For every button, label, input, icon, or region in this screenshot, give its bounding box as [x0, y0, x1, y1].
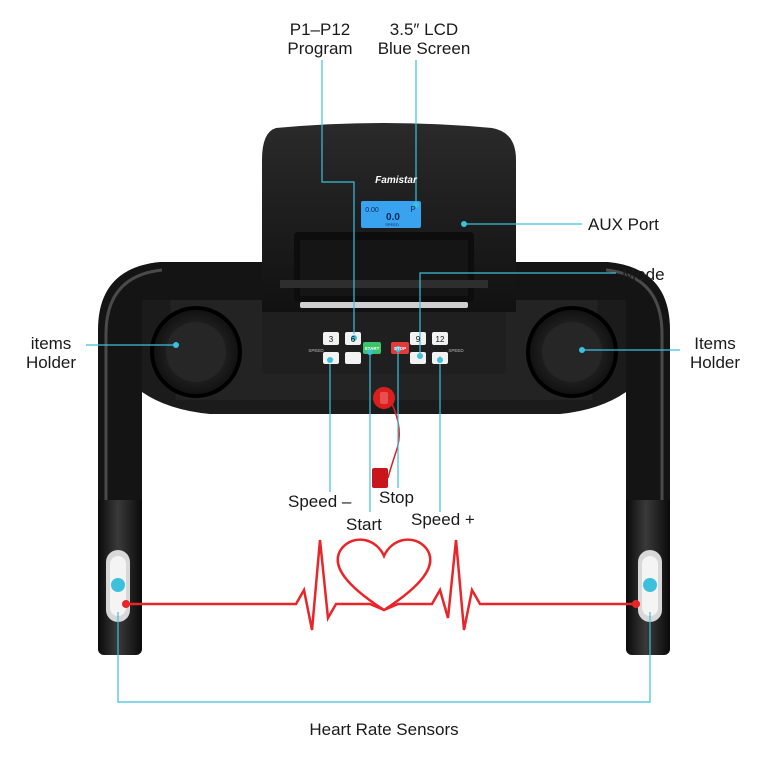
callout-dots	[111, 202, 657, 592]
button-3[interactable]	[323, 332, 339, 345]
program-callout: P1–P12 Program	[268, 20, 372, 58]
stop-button-label: STOP	[394, 346, 406, 351]
button-9-label: 9	[416, 335, 421, 344]
brand-logo: Famistar	[375, 175, 418, 186]
speed-right-label: SPEED	[448, 348, 464, 353]
right-items-holder-line1: Items	[694, 334, 736, 353]
left-sensor-dot	[111, 578, 125, 592]
lcd-center-value: 0.0	[386, 212, 400, 223]
program-callout-line2: Program	[287, 39, 353, 58]
program-callout-line1: P1–P12	[289, 20, 351, 39]
right-items-holder-line2: Holder	[689, 353, 741, 372]
speed-plus-callout: Speed +	[411, 510, 475, 529]
heart-rate-sensors-callout: Heart Rate Sensors	[309, 720, 459, 739]
lcd-left-value: 0.00	[365, 207, 379, 214]
left-items-holder-line2: Holder	[25, 353, 77, 372]
button-12-label: 12	[436, 335, 445, 344]
lcd-callout: 3.5″ LCD Blue Screen	[362, 20, 486, 58]
start-callout: Start	[346, 515, 382, 534]
mode-callout: Mode	[622, 265, 665, 284]
lcd-callout-line2: Blue Screen	[377, 39, 471, 58]
left-items-holder-line1: items	[30, 334, 72, 353]
start-button-label: START	[365, 346, 380, 351]
lcd-center-label: SPEED	[385, 222, 399, 227]
speed-left-label: SPEED	[308, 348, 324, 353]
lcd-callout-line1: 3.5″ LCD	[389, 20, 459, 39]
callout-lines	[86, 60, 680, 703]
left-items-holder-callout: items Holder	[16, 334, 86, 372]
button-12[interactable]	[432, 332, 448, 345]
aux-port-callout: AUX Port	[588, 215, 659, 234]
safety-clip	[372, 468, 388, 488]
button-6-label: 6	[351, 335, 356, 344]
heart-shape-icon	[336, 538, 432, 612]
speed-minus-callout: Speed –	[288, 492, 352, 511]
handlebar-frame	[98, 262, 670, 500]
lcd-right-value: P	[410, 205, 415, 214]
program-button[interactable]	[345, 352, 361, 364]
stop-callout: Stop	[379, 488, 414, 507]
right-items-holder-callout: Items Holder	[680, 334, 750, 372]
button-3-label: 3	[329, 335, 334, 344]
right-sensor-dot	[643, 578, 657, 592]
lcd-display	[361, 201, 421, 228]
button-9[interactable]	[410, 332, 426, 345]
